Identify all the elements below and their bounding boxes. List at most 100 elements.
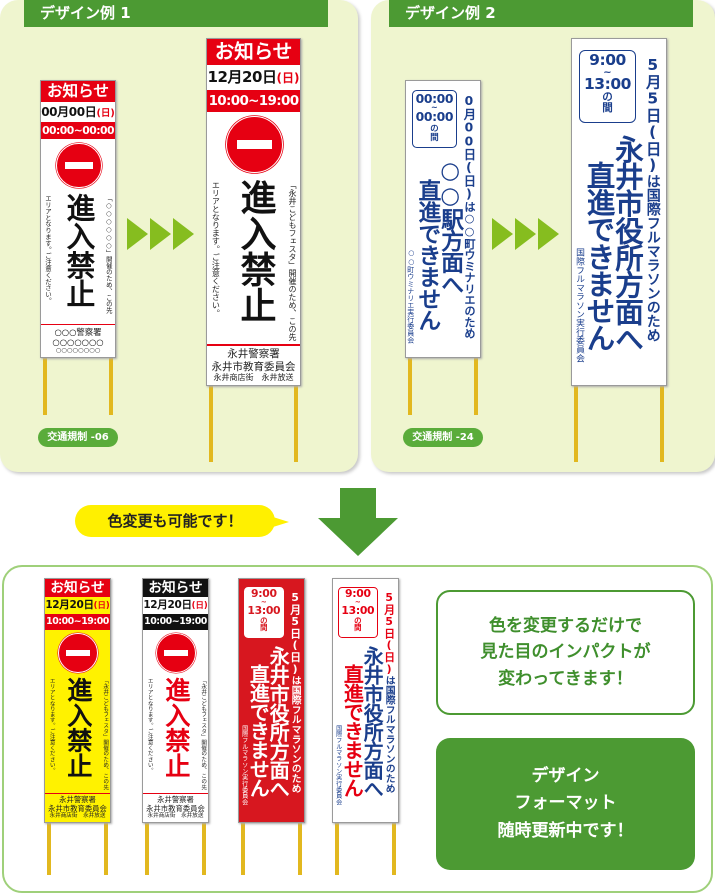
update-line: デザイン [531, 766, 600, 787]
sign-time: 10:00~19:00 [143, 614, 208, 630]
headline-rest: は国際フルマラソンのため [383, 675, 395, 793]
no-entry-icon [58, 632, 99, 673]
sign-post [43, 358, 47, 415]
no-entry-icon [56, 142, 102, 189]
arrow-down-icon [318, 488, 398, 556]
sign-post [104, 823, 108, 875]
sign-headline: 0月00日(日)は○○町ウミナリエのため [461, 94, 476, 340]
sign-main-text: 進入禁止 [161, 677, 191, 779]
time-end: 13:00 [583, 74, 631, 93]
sign-main-line-1: 永井市役所方面へ [360, 646, 385, 798]
sign-side-note-left: エリアとなります。ご注意ください。 [146, 678, 153, 774]
sign-side-note-right: 「○○○○○○」開催のため、この先 [104, 194, 113, 313]
no-entry-bar [66, 649, 91, 656]
sign-side-note-left: エリアとなります。ご注意ください。 [48, 678, 55, 774]
design-example-1-title: デザイン例 1 [24, 0, 328, 27]
sign-main-line-2: 直進できません [414, 178, 441, 331]
code-label-24: 交通規制 -24 [403, 428, 483, 447]
time-between: の間 [430, 122, 439, 142]
sign-post [474, 358, 478, 415]
sign-main-text: 進入禁止 [234, 179, 276, 324]
sign-side-note-left: エリアとなります。ご注意ください。 [211, 181, 221, 317]
time-start: 00:00 [415, 90, 454, 106]
headline-date: 0月00日(日) [461, 94, 476, 202]
sign-header: お知らせ [45, 579, 110, 598]
time-between: の間 [602, 91, 613, 115]
sign-organizer: 国際フルマラソン実行委員会 [334, 724, 342, 806]
sign-main-line-2: 直進できません [582, 160, 616, 351]
sign-date: 12月20日 [143, 599, 192, 612]
sign-side-note-right: 「永井こどもフェスタ」開催のため、この先 [288, 181, 297, 341]
sign-day: (日) [276, 71, 300, 85]
sign-footer: 永井警察署永井市教育委員会永井商店街 永井放送 [45, 793, 110, 822]
sign-date-row: 00月00日(日) [41, 101, 115, 122]
sign-date: 12月20日 [45, 599, 94, 612]
sign-organizer: 永井商店街 永井放送 [49, 813, 106, 820]
headline-rest: は国際フルマラソンのため [644, 174, 661, 342]
arrow-right-icon [492, 218, 559, 250]
sign-main-line-2: 直進できません [246, 664, 271, 798]
sign-date: 00月00日 [41, 104, 97, 119]
update-notice-box: デザイン フォーマット 随時更新中です！ [436, 738, 695, 870]
headline-rest: は○○町ウミナリエのため [462, 201, 476, 340]
update-line: フォーマット [514, 793, 617, 814]
sign-main-line-1: ○○駅方面へ [437, 157, 464, 295]
time-start: 9:00 [251, 587, 277, 601]
sign-post [660, 386, 664, 462]
sign-headline: 5月5日(日)は国際フルマラソンのため [643, 55, 662, 342]
message-line: 変わってきます！ [498, 668, 633, 689]
message-line: 見た目のインパクトが [480, 642, 651, 663]
time-end: 13:00 [247, 603, 281, 617]
sign-organizer: ○○○○○○○○ [55, 346, 101, 355]
sign-organizer: 永井市教育委員会 [48, 803, 107, 813]
sign-main-text: 進入禁止 [63, 677, 93, 779]
sign-main-text: 進入禁止 [62, 193, 97, 309]
sign-date-row: 12月20日(日) [207, 65, 300, 90]
sign-organizer: 永井市教育委員会 [146, 803, 205, 813]
time-between: の間 [260, 615, 268, 633]
time-start: 9:00 [345, 587, 371, 601]
sign-organizer: 永井市教育委員会 [211, 360, 296, 373]
sign-organizer: 国際フルマラソン実行委員会 [240, 724, 248, 806]
time-start: 9:00 [589, 51, 626, 70]
sign-day: (日) [93, 600, 110, 611]
sign-organizer: 永井商店街 永井放送 [147, 813, 204, 820]
sign-post [241, 823, 245, 875]
time-tilde: ~ [354, 598, 361, 607]
sign-footer: 永井警察署永井市教育委員会永井商店街 永井放送 [207, 344, 300, 385]
sign-header: お知らせ [143, 579, 208, 598]
headline-date: 5月5日(日) [643, 55, 662, 174]
sign-post [294, 386, 298, 462]
sign-organizer: 永井警察署 [157, 794, 194, 804]
sign-organizer: ○○○警察署 [54, 326, 102, 337]
headline-rest: は国際フルマラソンのため [289, 675, 301, 793]
time-tilde: ~ [260, 598, 267, 607]
sign-main-line-2: 直進できません [340, 664, 365, 798]
time-between: の間 [354, 615, 362, 633]
no-entry-bar [164, 649, 189, 656]
sign-organizer: 国際フルマラソン実行委員会 [573, 247, 584, 362]
sign-date-row: 12月20日(日) [143, 597, 208, 615]
sign-post [145, 823, 149, 875]
sign-day: (日) [191, 600, 208, 611]
sign-side-note-right: 「永井こどもフェスタ」開催のため、この先 [200, 678, 207, 791]
sign-time: 10:00~19:00 [45, 614, 110, 630]
sign-main-line-1: 永井市役所方面へ [610, 135, 644, 352]
headline-date: 5月5日(日) [288, 590, 302, 676]
no-entry-icon [156, 632, 197, 673]
sign-organizer: 永井警察署 [227, 348, 280, 361]
time-tilde: ~ [431, 103, 438, 113]
message-line: 色を変更するだけで [489, 615, 642, 636]
sign-organizer: 永井警察署 [59, 794, 96, 804]
sign-day: (日) [96, 107, 115, 119]
sign-post [109, 358, 113, 415]
